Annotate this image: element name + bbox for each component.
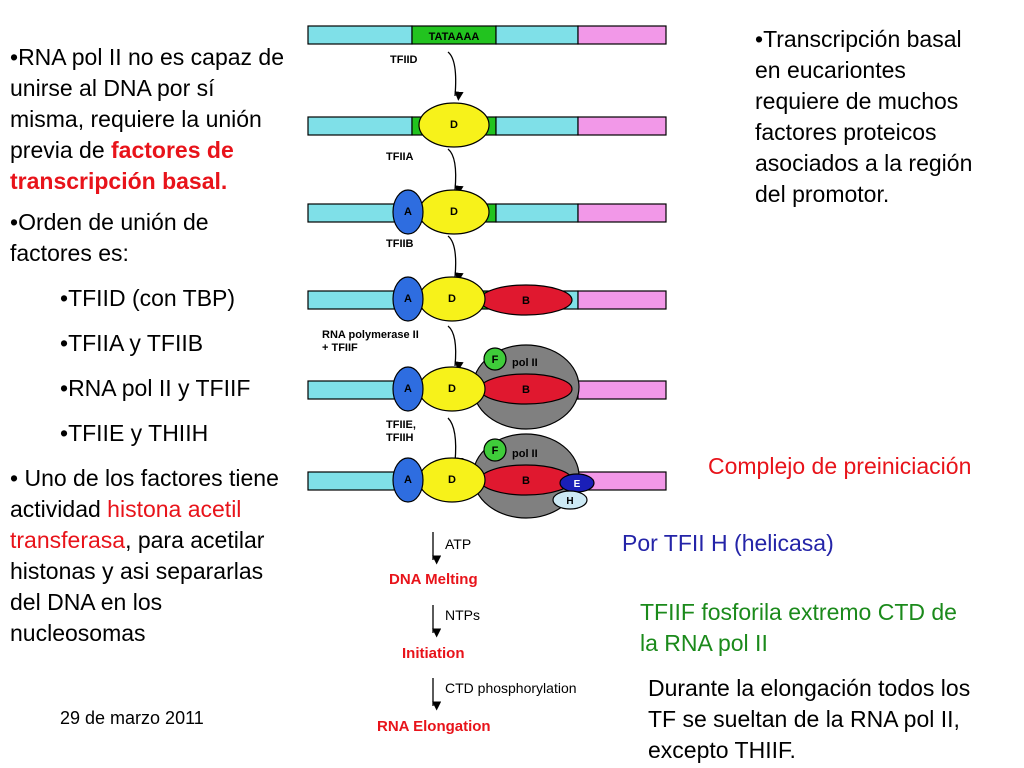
tfiih-letter: H: [566, 496, 573, 507]
tfiif-note: TFIIF fosforila extremo CTD de la RNA po…: [640, 599, 957, 656]
slide-date: 29 de marzo 2011: [60, 708, 204, 728]
atp-label: ATP: [445, 536, 471, 552]
binding-order-list: •TFIID (con TBP) •TFIIA y TFIIB •RNA pol…: [60, 283, 292, 449]
step-label-tfiih: TFIIH: [386, 432, 414, 444]
tfiid-letter: D: [450, 206, 458, 218]
tfiid-protein: [418, 102, 490, 148]
tfiif-protein: [483, 438, 507, 462]
elongation-note: Durante la elongación todos los TF se su…: [648, 675, 971, 763]
tfiia-protein: [392, 189, 424, 235]
left-bullet-1: •RNA pol II no es capaz de unirse al DNA…: [10, 42, 292, 197]
pol-ii-label: pol II: [512, 357, 538, 369]
tfiih-protein: [552, 490, 588, 510]
dna-strand-1: TATAAAA: [307, 25, 667, 45]
tfiia-letter: A: [404, 206, 412, 218]
right-paragraph: Transcripción basal en eucariontes requi…: [755, 26, 973, 207]
rna-elongation-label: RNA Elongation: [377, 718, 491, 735]
tfiia-protein: [392, 366, 424, 412]
tata-box-label: TATAAAA: [429, 31, 480, 43]
right-text-panel: •Transcripción basal en eucariontes requ…: [755, 24, 980, 210]
tfiid-letter: D: [448, 383, 456, 395]
dna-melting-label: DNA Melting: [389, 571, 478, 588]
bullet-mark: •: [60, 330, 69, 356]
helicase-note: Por TFII H (helicasa): [622, 530, 834, 556]
left-paragraph-3: Uno de los factores tiene actividad: [10, 465, 279, 522]
initiation-label: Initiation: [402, 645, 465, 662]
pol-ii-label: pol II: [512, 448, 538, 460]
bullet-mark: •: [60, 285, 69, 311]
binding-order-item: •RNA pol II y TFIIF: [60, 373, 292, 404]
binding-order-item: •TFIIE y THIIH: [60, 418, 292, 449]
binding-order-item-label: TFIIA y TFIIB: [68, 330, 204, 356]
step-label-tfiid: TFIID: [390, 54, 418, 66]
tfiif-protein: [483, 347, 507, 371]
left-bullet-2: •Orden de unión de factores es:: [10, 207, 292, 269]
step-arrow: [447, 325, 464, 371]
bullet-mark: •: [60, 375, 69, 401]
ntps-label: NTPs: [445, 607, 480, 623]
left-paragraph-3-highlight: histona acetil transferasa: [10, 496, 242, 553]
bullet-mark: •: [10, 44, 19, 70]
step-arrow: [447, 235, 464, 282]
tfiif-letter: F: [492, 445, 499, 457]
tfiia-letter: A: [404, 383, 412, 395]
ctd-phosphorylation-label: CTD phosphorylation: [445, 680, 577, 696]
tfiia-protein: [392, 457, 424, 503]
binding-order-item-label: TFIIE y THIIH: [68, 420, 209, 446]
tfiib-letter: B: [522, 295, 530, 307]
left-bullet-3: • Uno de los factores tiene actividad hi…: [10, 463, 292, 649]
binding-order-item: •TFIIA y TFIIB: [60, 328, 292, 359]
left-text-panel: •RNA pol II no es capaz de unirse al DNA…: [10, 42, 292, 649]
step-label-tfiib: TFIIB: [386, 238, 414, 250]
left-paragraph-2: Orden de unión de factores es:: [10, 209, 209, 266]
bullet-mark: •: [10, 465, 19, 491]
tfiia-protein: [392, 276, 424, 322]
tfiid-letter: D: [448, 474, 456, 486]
tfiia-letter: A: [404, 474, 412, 486]
step-label-rna-polymerase: RNA polymerase II: [322, 329, 419, 341]
tfiib-letter: B: [522, 384, 530, 396]
tfiib-letter: B: [522, 475, 530, 487]
step-arrow: [447, 51, 464, 101]
bullet-mark: •: [10, 209, 19, 235]
bullet-mark: •: [755, 26, 764, 52]
tfiif-letter: F: [492, 354, 499, 366]
left-paragraph-1: RNA pol II no es capaz de unirse al DNA …: [10, 44, 284, 163]
tfiid-letter: D: [448, 293, 456, 305]
binding-order-item-label: TFIID (con TBP): [68, 285, 236, 311]
step-label-plus-tfiif: + TFIIF: [322, 342, 358, 354]
binding-order-item: •TFIID (con TBP): [60, 283, 292, 314]
left-paragraph-3-end: , para acetilar histonas y asi separarla…: [10, 527, 265, 646]
bullet-mark: •: [60, 420, 69, 446]
step-label-tfiia: TFIIA: [386, 151, 414, 163]
left-paragraph-1-highlight: factores de transcripción basal.: [10, 137, 234, 194]
step-arrow: [447, 148, 464, 195]
tfiia-letter: A: [404, 293, 412, 305]
tfiie-letter: E: [574, 479, 581, 490]
preinitiation-complex-label: Complejo de preiniciación: [708, 453, 972, 479]
tfiid-letter: D: [450, 119, 458, 131]
step-label-tfiie: TFIIE,: [386, 419, 416, 431]
step-arrow: [447, 417, 464, 467]
binding-order-item-label: RNA pol II y TFIIF: [68, 375, 251, 401]
